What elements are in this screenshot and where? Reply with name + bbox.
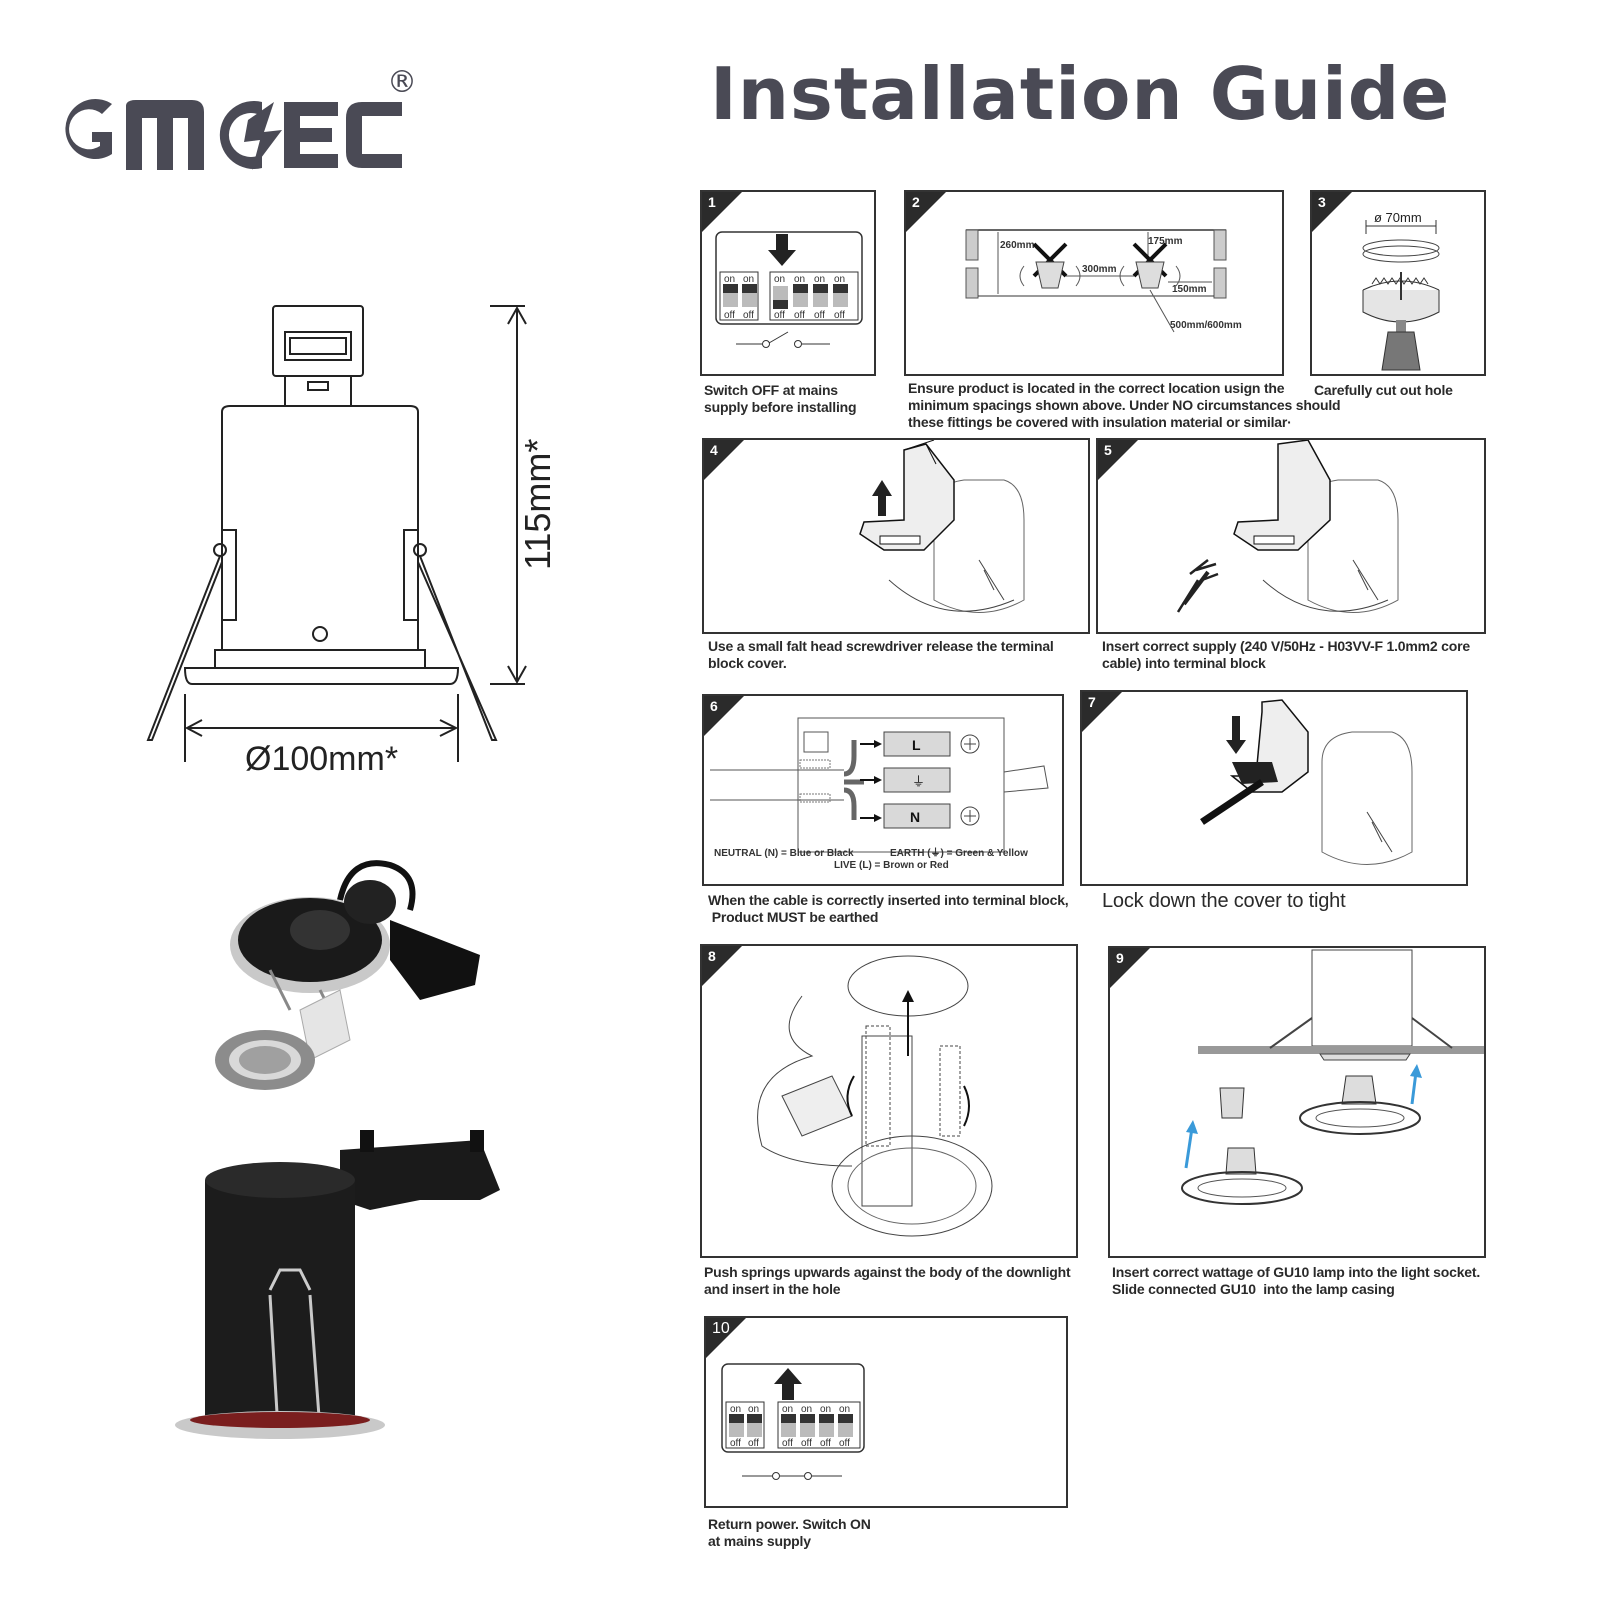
insert-downlight-illustration	[757, 955, 993, 1237]
spacing-label-d: 150mm	[1172, 284, 1207, 295]
step-number: 10	[712, 1320, 730, 1337]
dimension-drawing: 115mm* Ø100mm*	[146, 305, 558, 778]
step-number: 1	[708, 194, 716, 210]
terminal-live-label: L	[912, 737, 921, 753]
svg-text:on: on	[730, 1404, 741, 1415]
svg-text:on: on	[801, 1404, 812, 1415]
svg-text:on: on	[834, 274, 845, 285]
step-10-caption: Return power. Switch ON at mains supply	[708, 1516, 871, 1549]
step-9-caption: Insert correct wattage of GU10 lamp into…	[1112, 1264, 1481, 1297]
registered-mark: ®	[387, 65, 417, 100]
svg-text:on: on	[782, 1404, 793, 1415]
step-4-caption: Use a small falt head screwdriver releas…	[708, 638, 1054, 671]
step-6-panel: 6 L ⏚ N NEUTRAL (N) = Blue or Black EART…	[702, 694, 1064, 886]
spacing-label-a: 260mm	[1000, 240, 1035, 251]
svg-text:off: off	[834, 310, 845, 321]
step-2-caption: Ensure product is located in the correct…	[908, 380, 1341, 430]
svg-text:on: on	[794, 274, 805, 285]
svg-text:on: on	[820, 1404, 831, 1415]
svg-text:off: off	[730, 1438, 741, 1449]
svg-text:off: off	[743, 310, 754, 321]
neutral-wire-legend: NEUTRAL (N) = Blue or Black	[714, 848, 854, 859]
svg-text:off: off	[820, 1438, 831, 1449]
svg-text:on: on	[814, 274, 825, 285]
lock-cover-illustration	[1200, 699, 1413, 865]
svg-text:off: off	[774, 310, 785, 321]
exploded-product-photo	[215, 860, 480, 1090]
svg-text:off: off	[724, 310, 735, 321]
svg-text:off: off	[748, 1438, 759, 1449]
step-9-panel: 9	[1108, 946, 1486, 1258]
diameter-label: Ø100mm*	[245, 740, 398, 778]
svg-text:on: on	[774, 274, 785, 285]
step-8-caption: Push springs upwards against the body of…	[704, 1264, 1071, 1297]
earth-wire-legend: EARTH (⏚) = Green & Yellow	[890, 847, 1028, 859]
step-number: 9	[1116, 950, 1124, 966]
insert-lamp-illustration	[1181, 949, 1484, 1205]
step-number: 8	[708, 948, 716, 964]
step-number: 3	[1318, 194, 1326, 210]
assembled-product-photo	[175, 1130, 500, 1439]
step-7-panel: 7	[1080, 690, 1468, 886]
height-label: 115mm*	[517, 439, 558, 570]
svg-text:on: on	[724, 274, 735, 285]
live-wire-legend: LIVE (L) = Brown or Red	[834, 860, 949, 871]
terminal-earth-label: ⏚	[912, 775, 925, 790]
step-1-caption: Switch OFF at mains supply before instal…	[704, 382, 857, 415]
page-title: Installation Guide	[710, 52, 1451, 136]
spacing-label-e: 500mm/600mm	[1170, 320, 1242, 331]
step-2-panel: 2 260mm 175mm 300mm 150mm 500mm/600mm	[904, 190, 1284, 376]
brand-logo: ®	[65, 65, 417, 170]
terminal-neutral-label: N	[910, 809, 920, 825]
step-3-caption: Carefully cut out hole	[1314, 382, 1453, 398]
svg-text:on: on	[743, 274, 754, 285]
svg-text:off: off	[814, 310, 825, 321]
step-4-panel: 4	[702, 438, 1090, 634]
step-number: 6	[710, 698, 718, 714]
svg-text:on: on	[748, 1404, 759, 1415]
step-5-caption: Insert correct supply (240 V/50Hz - H03V…	[1102, 638, 1470, 671]
step-number: 4	[710, 442, 718, 458]
spacing-diagram: 260mm 175mm 300mm 150mm 500mm/600mm	[965, 229, 1242, 333]
svg-text:on: on	[839, 1404, 850, 1415]
svg-text:off: off	[794, 310, 805, 321]
step-7-caption: Lock down the cover to tight	[1102, 890, 1346, 912]
spacing-label-b: 175mm	[1148, 236, 1183, 247]
release-cover-illustration	[859, 440, 1025, 613]
terminal-wiring-diagram: L ⏚ N NEUTRAL (N) = Blue or Black EARTH …	[710, 717, 1049, 871]
step-3-panel: 3 ø 70mm	[1310, 190, 1486, 376]
insert-cable-illustration	[1176, 440, 1399, 613]
svg-text:off: off	[801, 1438, 812, 1449]
svg-text:off: off	[839, 1438, 850, 1449]
svg-text:off: off	[782, 1438, 793, 1449]
step-5-panel: 5	[1096, 438, 1486, 634]
hole-saw-illustration: ø 70mm	[1362, 210, 1440, 371]
spacing-label-c: 300mm	[1082, 264, 1117, 275]
step-number: 5	[1104, 442, 1112, 458]
step-6-caption: When the cable is correctly inserted int…	[708, 892, 1069, 925]
hole-diameter-label: ø 70mm	[1374, 210, 1422, 225]
step-8-panel: 8	[700, 944, 1078, 1258]
step-number: 2	[912, 194, 920, 210]
step-number: 7	[1088, 694, 1096, 710]
